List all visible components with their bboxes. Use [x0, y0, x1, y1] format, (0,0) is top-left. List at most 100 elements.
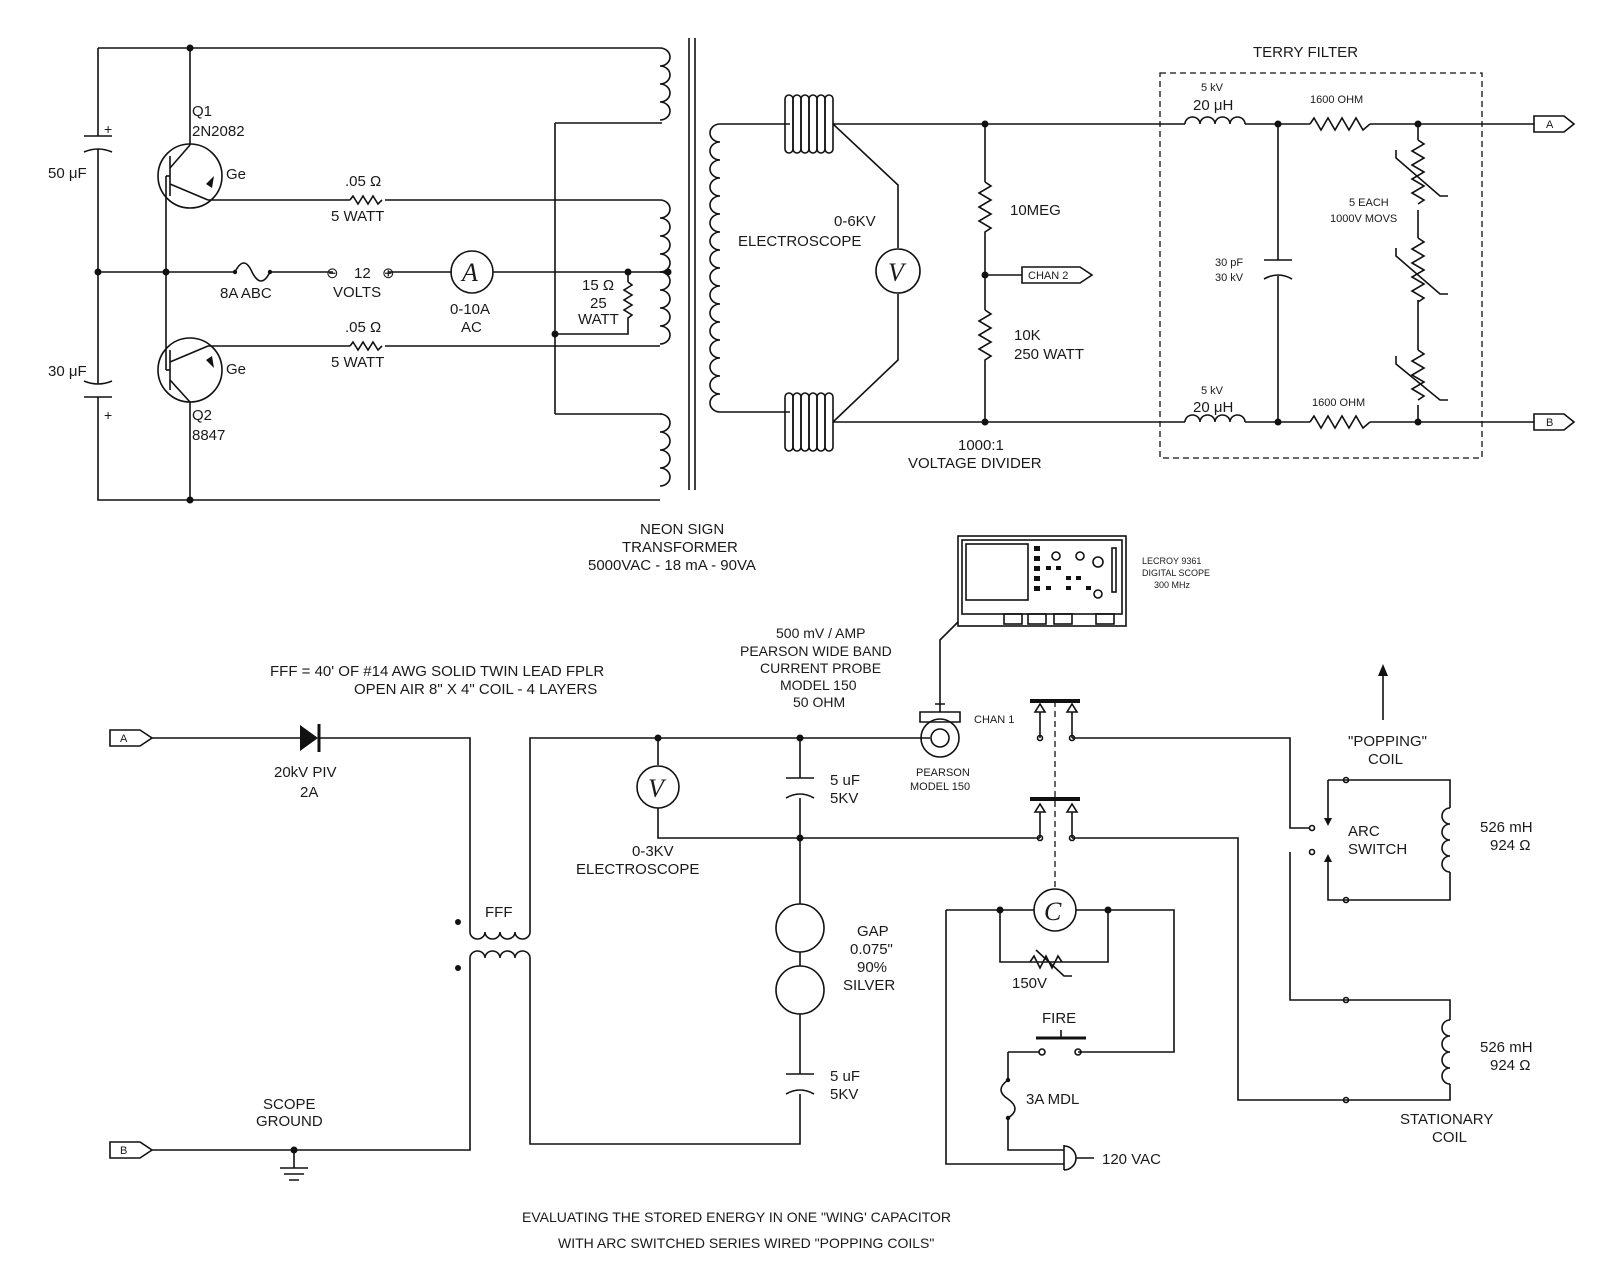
fff-coil	[455, 919, 531, 971]
resistor-05-top	[349, 194, 383, 206]
secondary-section: V 0-6KV ELECTROSCOPE 10MEG 10K 250 WATT …	[738, 94, 1094, 472]
res-bot-watt: 5 WATT	[331, 354, 384, 371]
cap1-volt: 5KV	[830, 790, 858, 807]
terry-filter: TERRY FILTER 5 kV 20 μH 5 kV 20 μH 1600 …	[985, 44, 1576, 459]
caption-line-2: WITH ARC SWITCHED SERIES WIRED "POPPING …	[558, 1235, 934, 1251]
diode-value: 20kV PIV	[274, 764, 337, 781]
arc-switch	[1308, 776, 1350, 904]
probe-label-2: PEARSON WIDE BAND	[740, 643, 892, 659]
wire	[554, 122, 662, 415]
gap-label-2: 0.075"	[850, 941, 893, 958]
scope-label-1: LECROY 9361	[1142, 556, 1201, 566]
pearson-label-2: MODEL 150	[910, 781, 970, 793]
mov-150v-label: 150V	[1012, 975, 1047, 992]
transistor-q1	[157, 48, 223, 272]
arc-switch-label-1: ARC	[1348, 823, 1380, 840]
pearson-label-1: PEARSON	[916, 767, 970, 779]
wire	[984, 124, 1022, 422]
popping-coil	[1441, 807, 1451, 873]
chan2-label: CHAN 2	[1028, 270, 1068, 282]
res-top-watt: 5 WATT	[331, 208, 384, 225]
capacitor-30uf	[83, 370, 113, 405]
q1-name: Q1	[192, 103, 212, 120]
cap-50uf-label: 50 μF	[48, 165, 87, 182]
fuse-8a	[234, 262, 271, 282]
popping-label-2: COIL	[1368, 751, 1403, 768]
coil1-resistance: 924 Ω	[1490, 837, 1530, 854]
gap-label-4: SILVER	[843, 977, 895, 994]
wire	[152, 737, 471, 1151]
shunt-watt-value: 25	[590, 295, 607, 312]
port-a-top-label: A	[1546, 119, 1554, 131]
movs-line1: 5 EACH	[1349, 197, 1389, 209]
port-a-bottom-label: A	[120, 733, 128, 745]
battery-minus: ⊖	[326, 265, 339, 282]
resistor-1600-top	[1309, 116, 1371, 132]
cap-f-value: 30 pF	[1215, 257, 1243, 269]
battery-unit: VOLTS	[333, 284, 381, 301]
contactor-contacts	[1030, 699, 1080, 888]
voltmeter-3kv	[636, 765, 680, 809]
scope-label-2: DIGITAL SCOPE	[1142, 568, 1210, 578]
transformer-label-2: TRANSFORMER	[622, 539, 738, 556]
inductor-top	[1184, 116, 1246, 125]
res-f-top: 1600 OHM	[1310, 94, 1363, 106]
fire-label: FIRE	[1042, 1010, 1076, 1027]
electroscope-label: ELECTROSCOPE	[738, 233, 861, 250]
shunt-watt-unit: WATT	[578, 311, 619, 328]
ground-symbol	[280, 1150, 308, 1181]
fire-pushbutton	[1008, 1030, 1086, 1056]
chan2-port	[1021, 266, 1094, 284]
cap-30uf-label: 30 μF	[48, 363, 87, 380]
shunt-value: 15 Ω	[582, 277, 614, 294]
contactor-symbol: C	[1044, 897, 1062, 926]
coil2-resistance: 924 Ω	[1490, 1057, 1530, 1074]
fff-label: FFF	[485, 904, 513, 921]
fuse-3a-label: 3A MDL	[1026, 1091, 1079, 1108]
ind-top-value: 20 μH	[1193, 97, 1233, 114]
port-b-top-label: B	[1546, 417, 1553, 429]
ammeter	[450, 250, 494, 294]
filter-box	[1159, 72, 1483, 459]
electroscope-range: 0-6KV	[834, 213, 876, 230]
electroscope-3kv-range: 0-3KV	[632, 843, 674, 860]
fff-definition-2: OPEN AIR 8" X 4" COIL - 4 LAYERS	[354, 681, 597, 698]
arc-switch-label-2: SWITCH	[1348, 841, 1407, 858]
resistor-15ohm	[622, 281, 634, 326]
q2-part: 8847	[192, 427, 225, 444]
diode-current: 2A	[300, 784, 318, 801]
battery-value: 12	[354, 265, 371, 282]
transformer-label-1: NEON SIGN	[640, 521, 724, 538]
res-bot-value: .05 Ω	[345, 319, 381, 336]
ammeter-range: 0-10A	[450, 301, 490, 318]
q1-part: 2N2082	[192, 123, 245, 140]
probe-label-4: MODEL 150	[780, 677, 857, 693]
lecroy-scope	[957, 535, 1127, 627]
port-b-bottom	[109, 1141, 154, 1159]
q1-ge: Ge	[226, 166, 246, 183]
wire	[832, 123, 985, 423]
q2-name: Q2	[192, 407, 212, 424]
pearson-current-probe	[919, 703, 961, 758]
mov-2	[1395, 237, 1448, 303]
choke-bottom	[784, 392, 834, 452]
r-10k-label: 10K	[1014, 327, 1041, 344]
capacitor-5uf-bottom	[785, 1073, 815, 1095]
filter-title: TERRY FILTER	[1253, 44, 1358, 61]
divider-label: VOLTAGE DIVIDER	[908, 455, 1042, 472]
voltmeter-6kv	[875, 248, 921, 294]
fuse-3a	[1000, 1079, 1016, 1119]
port-a-top	[1533, 115, 1576, 133]
movs-line2: 1000V MOVS	[1330, 213, 1397, 225]
stationary-label-2: COIL	[1432, 1129, 1467, 1146]
r-10meg-label: 10MEG	[1010, 202, 1061, 219]
ind-bot-value: 20 μH	[1193, 399, 1233, 416]
port-b-top	[1533, 413, 1576, 431]
battery-plus: ⊕	[382, 265, 395, 282]
resistor-10meg	[977, 181, 993, 238]
capacitor-50uf	[83, 126, 113, 159]
ind-top-kv: 5 kV	[1201, 82, 1224, 94]
neon-transformer	[659, 38, 790, 490]
spark-gap-ball-top	[775, 903, 825, 953]
